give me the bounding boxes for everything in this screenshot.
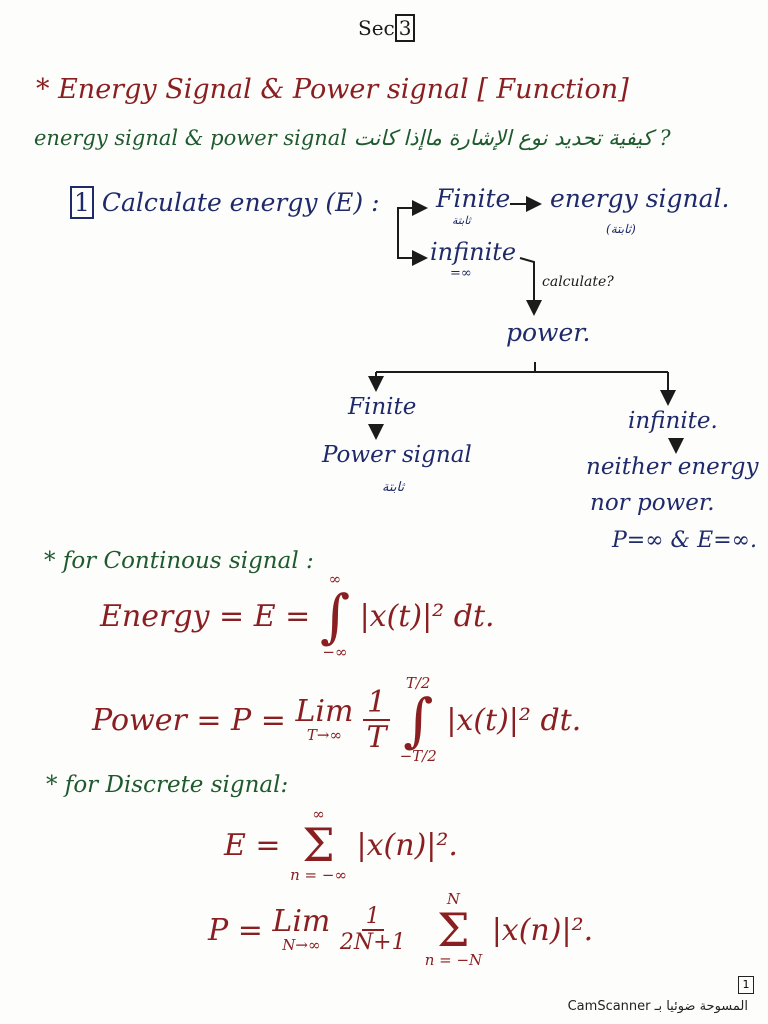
power-node: power. <box>506 318 591 347</box>
neither-line-2: nor power. <box>590 490 715 516</box>
continuous-power-formula: Power = P = Lim T→∞ 1 T T/2 ∫ −T/2 |x(t)… <box>92 674 582 765</box>
calculate-question: calculate? <box>542 274 614 290</box>
energy-integral: ∞ ∫ −∞ <box>319 570 351 661</box>
discrete-heading: * for Discrete signal: <box>46 772 289 798</box>
energy-signal-note: (ثابتة) <box>606 222 636 236</box>
step-number: 1 <box>70 186 94 219</box>
power-infinite-label: infinite. <box>628 408 718 434</box>
energy-infinite-label: infinite <box>430 238 517 266</box>
page-corner-mark: 1 <box>738 976 754 994</box>
power-fraction: 1 T <box>362 686 391 754</box>
energy-sum: ∞ Σ n = −∞ <box>290 805 347 884</box>
arrow-infinite-to-power <box>519 257 542 316</box>
bracket-arrow-infinite <box>397 232 428 266</box>
power-integral: T/2 ∫ −T/2 <box>399 674 437 765</box>
scanner-watermark: CamScanner المسوحة ضوئيا بـ <box>567 999 748 1014</box>
step-calculate-energy: 1 Calculate energy (E) : <box>70 186 380 219</box>
discrete-power-formula: P = Lim N→∞ 1 2N+1 N Σ n = −N |x(n)|². <box>208 890 594 969</box>
energy-infinite-note: =∞ <box>450 266 472 281</box>
neither-line-1: neither energy <box>586 454 759 480</box>
bracket-arrow-finite <box>397 200 428 232</box>
discrete-power-limit: Lim N→∞ <box>272 904 331 954</box>
section-number: 3 <box>394 14 416 42</box>
energy-finite-label: Finite <box>436 184 511 213</box>
infinite-condition: P=∞ & E=∞. <box>612 528 757 553</box>
power-limit: Lim T→∞ <box>295 694 354 744</box>
power-finite-label: Finite <box>348 394 417 420</box>
continuous-heading: * for Continous signal : <box>44 548 314 574</box>
power-signal-note: ثابتة <box>382 480 405 495</box>
continuous-energy-formula: Energy = E = ∞ ∫ −∞ |x(t)|² dt. <box>100 570 495 661</box>
discrete-energy-formula: E = ∞ Σ n = −∞ |x(n)|². <box>224 805 458 884</box>
power-signal-result: Power signal <box>322 442 472 468</box>
energy-signal-result: energy signal. <box>550 184 730 213</box>
page-title: * Energy Signal & Power signal [ Functio… <box>36 74 629 105</box>
discrete-power-fraction: 1 2N+1 <box>339 903 406 955</box>
question-line: energy signal & power signal كيفية تحديد… <box>34 126 671 150</box>
power-sum: N Σ n = −N <box>424 890 483 969</box>
energy-finite-note: ثابتة <box>452 214 471 227</box>
power-split-line <box>376 362 668 373</box>
